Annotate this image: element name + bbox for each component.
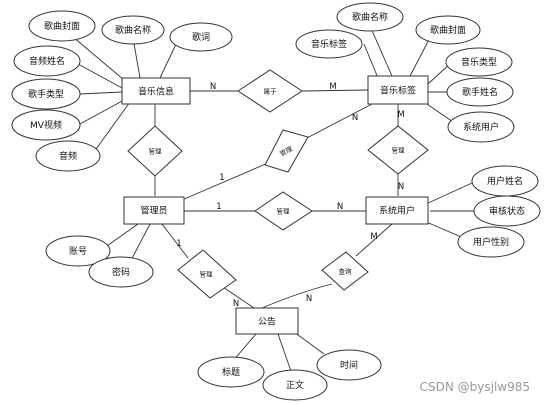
attr-info-lyrics: 歌词 [192, 31, 210, 43]
card-admin-1: 1 [216, 202, 221, 212]
card-manage-tag-n: N [352, 113, 358, 123]
attr-notice-time: 时间 [340, 359, 358, 371]
card-admin-notice: 1 [176, 239, 181, 249]
edge-tag-tag [363, 43, 379, 79]
attr-info-mv: MV视频 [30, 119, 62, 131]
edge-info-audio [93, 101, 131, 153]
entity-system-user: 系统用户 [365, 196, 429, 225]
card-notice-manage-n: N [233, 299, 239, 309]
edge-info-name [132, 37, 141, 79]
edge-notice-query [261, 283, 333, 309]
edge-info-lyrics [159, 39, 179, 79]
attr-tag-singer-name: 歌手姓名 [462, 86, 498, 98]
edge-info-audio-name [77, 63, 123, 89]
edge-tag-song-name [369, 25, 393, 77]
relation-query-label: 查询 [339, 267, 353, 276]
edge-info-singer-type [79, 91, 123, 95]
relation-belongs: 属于 [237, 69, 303, 113]
edge-notice-body [277, 333, 293, 375]
entity-music-tag: 音乐标签 [367, 75, 429, 105]
edge-user-name [425, 182, 473, 205]
attr-info-singer-type: 歌手类型 [28, 88, 64, 100]
attr-tag-song-name: 歌曲名称 [352, 11, 388, 23]
attr-info-song-name: 歌曲名称 [115, 24, 151, 36]
attributes-system-user: 用户姓名 审核状态 用户性别 [457, 165, 541, 258]
entity-notice: 公告 [235, 307, 299, 335]
relation-manage-notice: 管理 [177, 249, 237, 299]
entity-music-info-label: 音乐信息 [138, 86, 174, 98]
edge-belongs-tag [301, 89, 369, 92]
relation-manage-info-label: 管理 [149, 147, 163, 156]
attr-user-status: 审核状态 [489, 205, 525, 217]
attr-info-audio: 音频 [59, 150, 77, 162]
relation-query: 查询 [321, 251, 369, 291]
card-info-belongs: N [210, 82, 216, 92]
attr-admin-account: 账号 [69, 246, 87, 257]
relation-manage-tag: 管理 [264, 129, 309, 173]
card-admin-manage-tag: 1 [219, 173, 224, 183]
attr-admin-password: 密码 [112, 266, 130, 278]
entity-system-user-label: 系统用户 [379, 205, 415, 217]
attr-tag-music-type: 音乐类型 [461, 56, 497, 68]
relation-belongs-label: 属于 [264, 88, 278, 96]
attributes-music-info: 歌曲封面 歌曲名称 歌词 音频姓名 歌手类型 MV视频 音频 [11, 10, 233, 172]
edge-admin-manage-tag [181, 162, 269, 201]
edge-admin-account [103, 223, 139, 249]
attr-user-name: 用户姓名 [487, 175, 523, 187]
relation-manage-user: 管理 [254, 191, 313, 231]
edge-admin-manage-notice [161, 223, 189, 259]
diagram-edges [59, 25, 476, 375]
card-user-n: N [337, 202, 343, 212]
attributes-admin: 账号 密码 [45, 235, 154, 288]
attr-info-cover: 歌曲封面 [44, 20, 80, 32]
attributes-music-tag: 歌曲名称 音乐标签 歌曲封面 音乐类型 歌手姓名 系统用户 [295, 2, 515, 143]
cardinality-labels: N M 1 N M N 1 N 1 N N M [176, 82, 404, 309]
attr-info-audio-name: 音频姓名 [29, 55, 65, 67]
card-tag-manage-m: M [397, 110, 404, 120]
card-notice-query-n: N [306, 294, 312, 304]
entity-music-tag-label: 音乐标签 [380, 85, 416, 97]
entity-music-info: 音乐信息 [121, 77, 191, 105]
relation-manage-user-label: 管理 [277, 207, 291, 216]
entity-admin-label: 管理员 [140, 205, 167, 217]
attr-notice-title: 标题 [222, 366, 240, 378]
edge-manage-notice-notice [219, 284, 255, 309]
watermark-text: CSDN @bysjlw985 [420, 380, 530, 394]
attr-notice-body: 正文 [286, 379, 304, 391]
card-manage-user-n: N [398, 182, 404, 192]
card-belongs-tag: M [329, 82, 336, 92]
attr-user-gender: 用户性别 [473, 236, 509, 248]
attr-tag-cover: 歌曲封面 [430, 24, 466, 36]
relation-manage-notice-label: 管理 [200, 270, 214, 279]
card-query-user-m: M [370, 232, 377, 242]
attr-tag-system-user: 系统用户 [463, 121, 499, 133]
attributes-notice: 标题 正文 时间 [197, 349, 382, 401]
edge-query-user [355, 223, 393, 257]
edge-info-mv [79, 99, 125, 125]
edge-manage-tag-tag [304, 103, 373, 140]
entity-notice-label: 公告 [258, 316, 276, 328]
relation-manage-user-tag-label: 管理 [392, 146, 406, 155]
relation-manage-info: 管理 [127, 125, 183, 177]
attr-tag-tag: 音乐标签 [311, 38, 347, 50]
edge-user-gender [423, 220, 467, 240]
relation-manage-user-tag: 管理 [367, 125, 429, 175]
entity-admin: 管理员 [123, 196, 185, 225]
edge-notice-time [293, 331, 325, 355]
